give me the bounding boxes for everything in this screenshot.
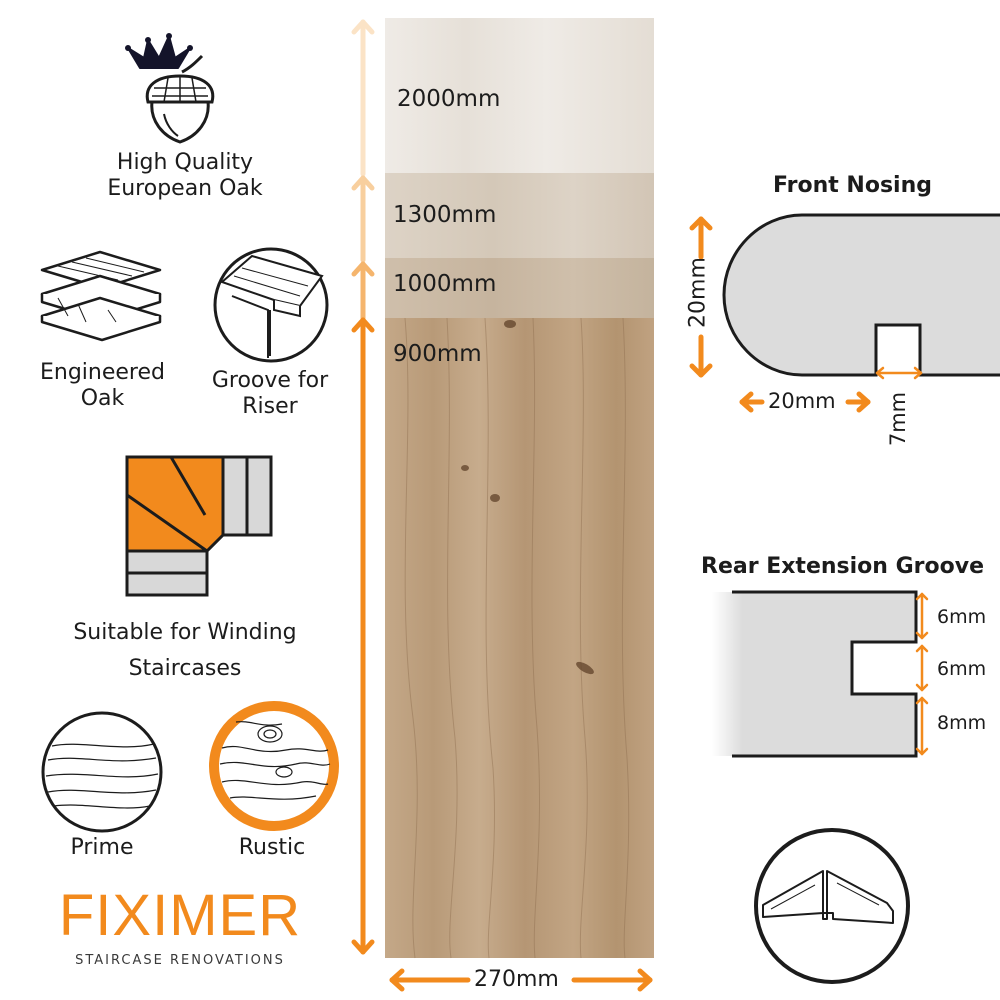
rear-top-label: 6mm [937,606,987,628]
brand-tagline: STAIRCASE RENOVATIONS [75,953,285,968]
width-arrow [389,968,653,992]
board-900mm [385,318,654,958]
nosing-offset-arrow [739,391,871,413]
groove-riser-icon [213,247,329,363]
rear-groove-profile [712,590,918,758]
length-label-2000: 2000mm [397,86,501,112]
rear-groove-dim-arrows [915,592,929,756]
rustic-label: Rustic [238,835,306,860]
groove-width-label: 7mm [886,391,910,447]
nosing-offset-label: 20mm [768,389,836,413]
prime-grade-icon [41,711,163,833]
tongue-groove-joint-icon [754,828,910,984]
winding-stairs-icon [125,455,273,597]
brand-name: FIXIMER [58,883,302,948]
oak-quality-label: High Quality European Oak [107,150,263,201]
rustic-grade-icon [209,701,339,831]
rear-bottom-label: 8mm [937,712,987,734]
nosing-height-arrow [689,216,713,378]
wood-grain [404,317,630,959]
engineered-layers-icon [40,250,162,342]
brand-logo: FIXIMER STAIRCASE RENOVATIONS [55,885,305,975]
front-nosing-title: Front Nosing [773,173,932,198]
length-label-900: 900mm [393,341,482,367]
winding-label: Suitable for Winding Staircases [73,620,297,681]
groove-width-arrow [875,366,923,380]
length-label-1000: 1000mm [393,271,497,297]
width-label: 270mm [474,967,559,992]
nosing-height-label: 20mm [685,257,711,328]
length-arrows [351,19,375,955]
engineered-oak-label: Engineered Oak [40,360,165,411]
rear-groove-title: Rear Extension Groove [701,554,985,579]
length-label-1300: 1300mm [393,202,497,228]
acorn-crown-icon [125,33,215,144]
prime-label: Prime [70,835,134,860]
groove-riser-label: Groove for Riser [211,368,329,419]
front-nosing-profile [722,213,1000,377]
rear-middle-label: 6mm [937,658,987,680]
